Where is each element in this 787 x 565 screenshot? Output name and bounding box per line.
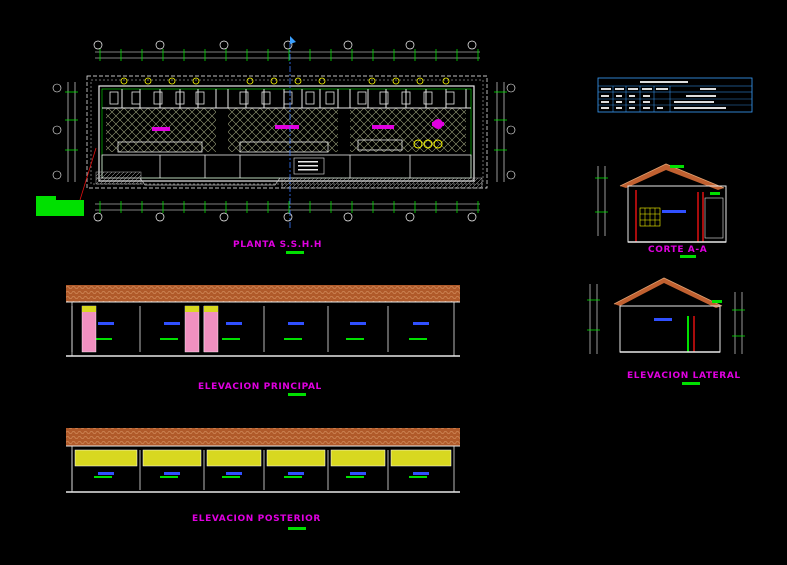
window-band [74,449,138,467]
dim-mark [94,476,112,478]
finishes-table [597,77,753,113]
dim-mark [346,338,364,340]
axis-bubble [467,40,477,50]
fixture-symbol [368,77,376,85]
axis-bubble [283,40,293,50]
wc-stall-symbol [239,91,249,105]
label-bar [413,472,429,475]
axis-bubble [405,212,415,222]
wc-stall-symbol [131,91,141,105]
plan-title: PLANTA S.S.H.H [233,240,322,250]
rear-elevation-title: ELEVACION POSTERIOR [192,514,321,524]
window-band [206,449,262,467]
wc-stall-symbol [445,91,455,105]
section-a-a: CORTE A-A [595,163,727,258]
axis-bubble [155,40,165,50]
dim-mark [409,476,427,478]
dim-mark [160,338,178,340]
main-elevation-title: ELEVACION PRINCIPAL [198,382,322,392]
wc-stall-symbol [283,91,293,105]
wc-stall-symbol [195,91,205,105]
main-elevation: ELEVACION PRINCIPAL [66,285,460,396]
dim-mark [160,476,178,478]
label-bar [350,322,366,325]
axis-bubble [93,40,103,50]
label-bar [413,322,429,325]
wc-stall-symbol [325,91,335,105]
wc-stall-symbol [175,91,185,105]
rear-elevation: ELEVACION POSTERIOR [66,428,460,530]
fixture-symbol [246,77,254,85]
label-bar [288,322,304,325]
fixture-symbol [144,77,152,85]
axis-bubble [343,212,353,222]
fixture-symbol [168,77,176,85]
side-elevation: ELEVACION LATERAL [587,277,745,385]
fixture-symbol [318,77,326,85]
label-bar [226,472,242,475]
axis-bubble [467,212,477,222]
wc-stall-symbol [109,91,119,105]
dim-mark [284,476,302,478]
wc-stall-symbol [305,91,315,105]
side-elevation-title: ELEVACION LATERAL [627,371,741,381]
window-band [142,449,202,467]
fixture-symbol [192,77,200,85]
wc-stall-symbol [423,91,433,105]
window-band [330,449,386,467]
dim-mark [346,476,364,478]
label-bar [350,472,366,475]
fixture-symbol [294,77,302,85]
axis-bubble [219,212,229,222]
wc-stall-symbol [261,91,271,105]
section-title: CORTE A-A [648,245,707,255]
dim-mark [94,338,112,340]
dim-mark [222,338,240,340]
window-band [266,449,326,467]
axis-bubble [405,40,415,50]
wc-stall-symbol [379,91,389,105]
fixture-symbol [442,77,450,85]
axis-bubble [155,212,165,222]
label-bar [164,322,180,325]
window-band [390,449,452,467]
wc-stall-symbol [357,91,367,105]
axis-bubble [219,40,229,50]
fixture-symbol [120,77,128,85]
label-bar [98,472,114,475]
wc-stall-symbol [401,91,411,105]
axis-bubble [93,212,103,222]
label-bar [98,322,114,325]
axis-bubble [343,40,353,50]
dim-mark [284,338,302,340]
axis-bubble [283,212,293,222]
floor-plan: PLANTA S.S.H.H [36,36,516,254]
dim-mark [222,476,240,478]
wc-stall-symbol [153,91,163,105]
fixture-symbol [392,77,400,85]
label-bar [164,472,180,475]
fixture-symbol [270,77,278,85]
dim-mark [409,338,427,340]
label-bar [226,322,242,325]
fixture-symbol [416,77,424,85]
label-bar [288,472,304,475]
